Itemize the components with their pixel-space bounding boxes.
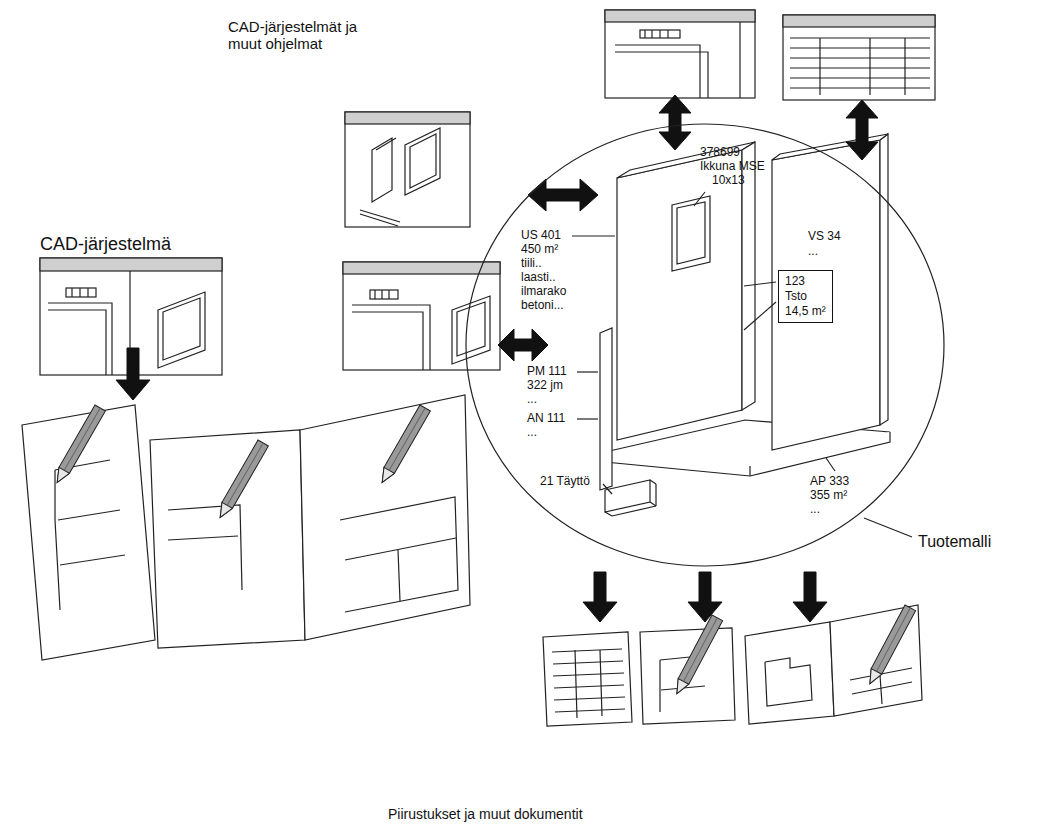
room-data: 14,5 m² (785, 304, 826, 319)
room-data: 123 (785, 274, 826, 289)
software-window (343, 262, 500, 370)
drawing-sheets (22, 395, 470, 660)
annotation-label: Piirustukset ja muut dokumentit (388, 806, 583, 822)
annotation-label: betoni... (521, 299, 564, 313)
annotation-label: PM 111 (527, 365, 567, 379)
annotation-label: CAD-järjestelmät ja muut ohjelmat (228, 18, 373, 53)
annotation-label: 355 m² (810, 489, 847, 503)
pencils (52, 405, 916, 697)
annotation-label: ... (808, 245, 818, 259)
leader-lines (572, 192, 912, 537)
model-title: Tuotemalli (918, 533, 991, 551)
annotation-label: ... (527, 426, 537, 440)
product-model-ellipse: Tuotemalli123Tsto14,5 m² (465, 123, 945, 567)
software-window (345, 112, 470, 227)
annotation-label: AP 333 (810, 475, 849, 489)
annotation-label: 378699 (700, 146, 740, 160)
annotation-label: 21 Täyttö (540, 475, 590, 489)
annotation-label: 10x13 (712, 174, 745, 188)
annotation-label: 450 m² (521, 243, 558, 257)
annotation-label: CAD-järjestelmä (40, 234, 171, 255)
room-info-box: 123Tsto14,5 m² (778, 270, 833, 323)
building-model (600, 134, 890, 516)
annotation-label: laasti.. (521, 271, 556, 285)
annotation-label: ... (810, 503, 820, 517)
ellipse-outline (466, 124, 944, 566)
annotation-label: ilmarako (521, 285, 566, 299)
ellipse-outline (465, 123, 945, 567)
data-exchange-arrows (116, 95, 878, 622)
annotation-label: ... (527, 393, 537, 407)
annotation-label: AN 111 (527, 412, 565, 426)
annotation-label: Ikkuna MSE (700, 160, 765, 174)
room-data: Tsto (785, 289, 826, 304)
annotation-label: tiili.. (521, 257, 542, 271)
software-window (605, 10, 755, 98)
annotation-label: VS 34 (808, 230, 841, 244)
software-window (783, 15, 935, 100)
annotation-label: 322 jm (527, 379, 563, 393)
output-documents (543, 605, 922, 726)
annotation-label: US 401 (521, 229, 561, 243)
